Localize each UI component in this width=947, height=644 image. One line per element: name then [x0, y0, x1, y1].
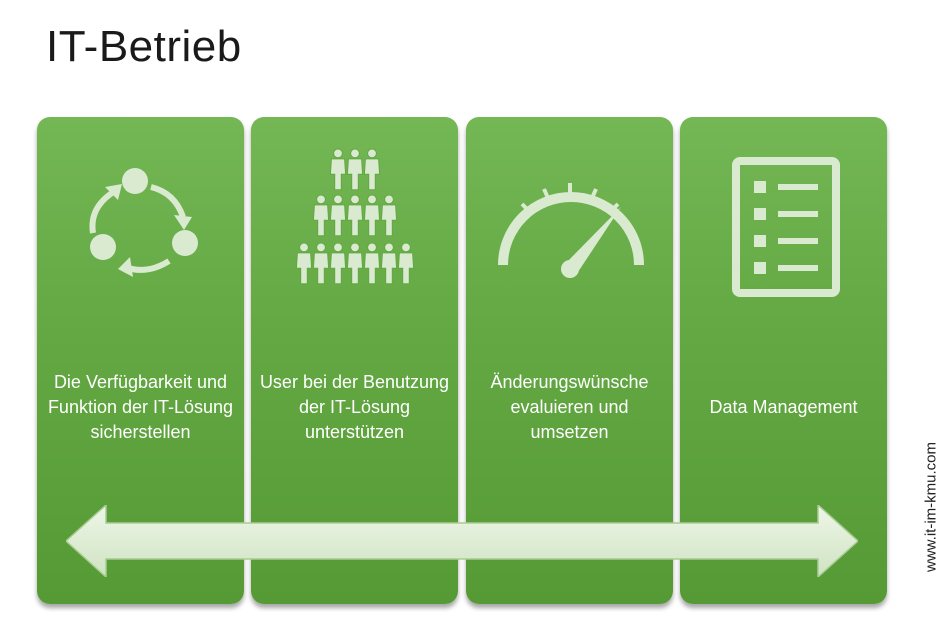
people-group-icon: [295, 148, 415, 285]
double-arrow-icon: [66, 505, 858, 577]
card-text: User bei der Benutzung der IT-Lösung unt…: [259, 371, 450, 442]
checklist-icon: [732, 157, 840, 297]
card-data-management: Data Management: [680, 117, 887, 604]
cycle-icon: [89, 168, 198, 277]
card-text: Die Verfügbarkeit und Funktion der IT-Lö…: [47, 371, 234, 442]
speedometer-icon: [498, 183, 644, 278]
card-text: Änderungswünsche evaluieren und umsetzen: [490, 371, 649, 442]
website-label: www.it-im-kmu.com: [922, 442, 940, 572]
page-title: IT-Betrieb: [46, 22, 242, 71]
card-text: Data Management: [709, 396, 858, 417]
